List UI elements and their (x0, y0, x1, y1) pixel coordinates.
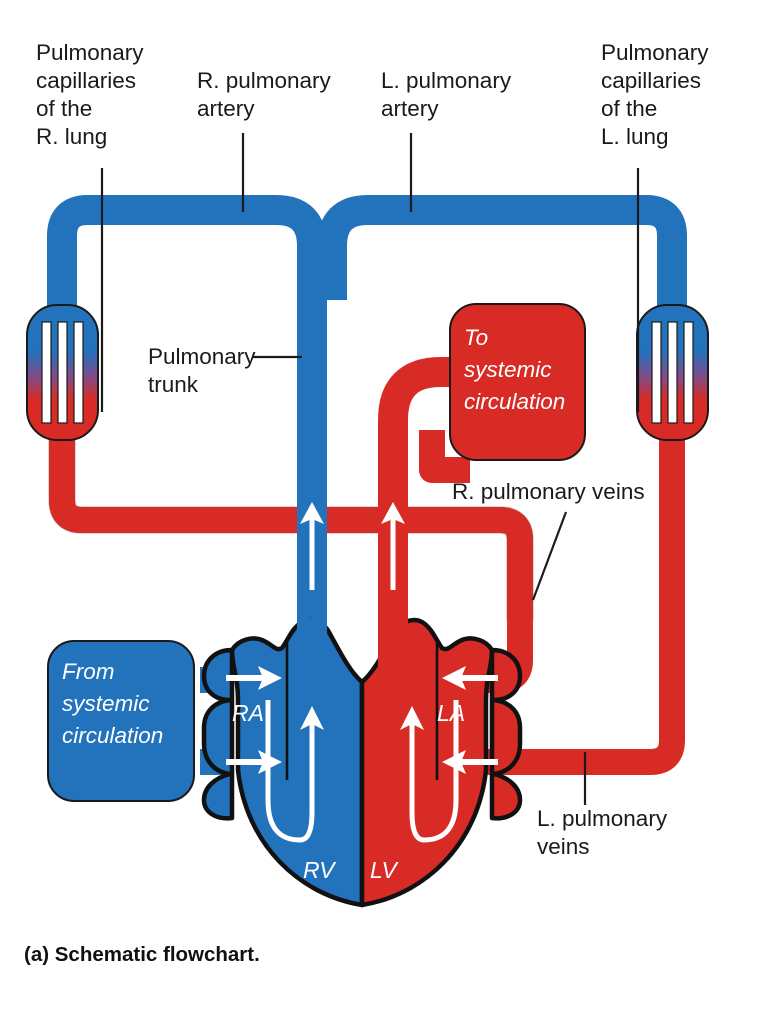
left-lung-capillary-slit-1 (651, 321, 662, 424)
pulmonary-capillary-beds (26, 304, 709, 441)
to-systemic-circulation-box (449, 303, 586, 461)
label-line: L. pulmonary (537, 806, 668, 831)
label-line: capillaries (601, 68, 701, 93)
label-line: artery (381, 96, 439, 121)
box-label-line: circulation (62, 723, 163, 748)
label-line: veins (537, 834, 590, 859)
label-line: trunk (148, 372, 199, 397)
left-atrium-lobe (489, 647, 523, 821)
right-ventricle-outflow-stub (297, 618, 327, 688)
flow-arrow-lv-loop (400, 700, 459, 843)
flow-arrow-pulmonary-trunk-up (300, 502, 324, 590)
box-label-line: systemic (62, 691, 150, 716)
chamber-label-lv: LV (370, 857, 400, 883)
aorta-inner-branch (419, 430, 470, 483)
right-lung-capillary-slit-2 (57, 321, 68, 424)
flow-arrow-rv-loop (265, 700, 324, 843)
label-line: artery (197, 96, 255, 121)
pulmonary-trunk-bifurcation (297, 226, 347, 300)
left-pulmonary-veins-vessel (500, 430, 685, 775)
right-lung-capillary-bed (26, 304, 99, 441)
box-label-line: To (464, 325, 488, 350)
flow-arrows-group (226, 502, 498, 843)
label-line: Pulmonary (148, 344, 256, 369)
figure-caption: (a) Schematic flowchart. (24, 943, 260, 966)
label-line: L. pulmonary (381, 68, 512, 93)
leader-r-pulmonary-veins (531, 511, 568, 601)
label-line: Pulmonary (36, 40, 144, 65)
leader-lines-group (100, 133, 640, 805)
label-pulmonary-capillaries-right-lung: Pulmonary capillaries of the R. lung (36, 40, 144, 149)
flow-arrow-ra-inflow-upper (226, 666, 282, 690)
label-pulmonary-capillaries-left-lung: Pulmonary capillaries of the L. lung (601, 40, 709, 149)
label-line: L. lung (601, 124, 669, 149)
label-line: of the (36, 96, 92, 121)
to-systemic-circulation-label: To systemic circulation (464, 325, 565, 414)
left-lung-capillary-bed (636, 304, 709, 441)
label-line: R. pulmonary veins (452, 479, 645, 504)
label-r-pulmonary-artery: R. pulmonary artery (197, 68, 332, 121)
label-line: Pulmonary (601, 40, 709, 65)
label-line: capillaries (36, 68, 136, 93)
label-l-pulmonary-artery: L. pulmonary artery (381, 68, 512, 121)
chamber-label-la: LA (437, 700, 465, 726)
right-lung-capillary-slit-1 (41, 321, 52, 424)
right-pulmonary-veins-vessel-fill (49, 430, 533, 620)
box-label-line: From (62, 659, 115, 684)
label-r-pulmonary-veins: R. pulmonary veins (452, 479, 645, 504)
box-label-line: systemic (464, 357, 552, 382)
label-line: R. pulmonary (197, 68, 332, 93)
right-lung-capillary-slit-3 (73, 321, 84, 424)
flow-arrow-la-inflow-upper (442, 666, 498, 690)
right-atrium-lobe (201, 647, 235, 821)
flow-arrow-aorta-up (381, 502, 405, 590)
label-pulmonary-trunk: Pulmonary trunk (148, 344, 256, 397)
chamber-label-rv: RV (303, 857, 337, 883)
deoxygenated-blood-network (47, 195, 687, 802)
labels-group: Pulmonary capillaries of the R. lung R. … (36, 40, 709, 883)
from-systemic-circulation-box (47, 640, 195, 802)
label-l-pulmonary-veins: L. pulmonary veins (537, 806, 668, 859)
box-label-line: circulation (464, 389, 565, 414)
aorta-vessel (378, 357, 470, 700)
chamber-label-ra: RA (232, 700, 264, 726)
left-lung-capillary-slit-3 (683, 321, 694, 424)
label-line: R. lung (36, 124, 107, 149)
left-lung-capillary-slit-2 (667, 321, 678, 424)
left-ventricle-outflow-stub (378, 618, 408, 688)
heart-graphic (201, 617, 523, 908)
from-systemic-circulation-label: From systemic circulation (62, 659, 163, 748)
label-line: of the (601, 96, 657, 121)
oxygenated-blood-network (48, 303, 685, 775)
